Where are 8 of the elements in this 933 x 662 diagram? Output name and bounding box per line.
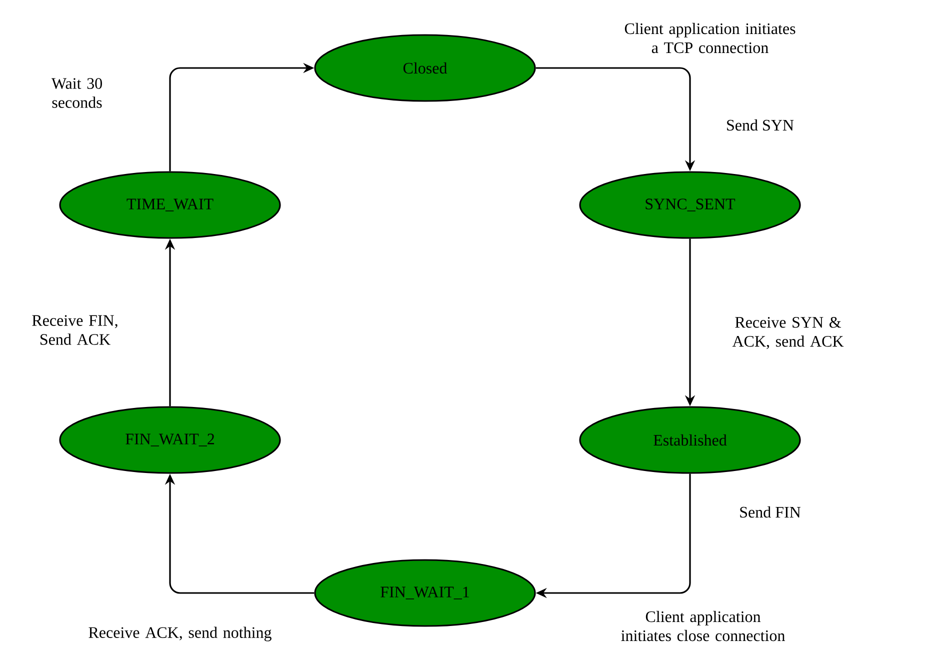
edge-label: Send FIN [740, 506, 801, 518]
edge-label: Receive FIN, Send ACK [32, 315, 118, 345]
edge-label: Receive ACK, send nothing [88, 626, 272, 642]
note-text: Client application initiates a TCP connection [624, 22, 796, 54]
note-text: Client application initiates close connection [621, 610, 785, 642]
edge-label: Send SYN [727, 119, 794, 131]
edge-label: Receive SYN & ACK, send ACK [732, 316, 844, 350]
edge-label: Wait 30 seconds [51, 78, 102, 108]
